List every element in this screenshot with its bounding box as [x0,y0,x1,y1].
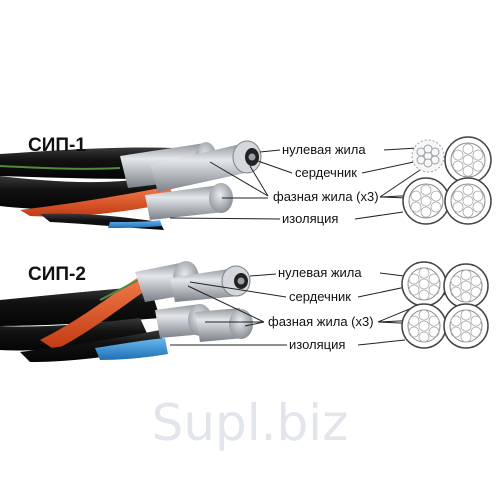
cable-2-label-phase: фазная жила (x3) [268,314,374,329]
cable-1-illustration [0,140,262,230]
cable-2-title: СИП-2 [28,264,86,285]
cable-2-label-neutral: нулевая жила [278,265,362,280]
watermark: Supl.biz [152,394,349,452]
cable-2-label-insulation: изоляция [289,337,345,352]
cable-1-label-core: сердечник [295,165,357,180]
cable-1-title: СИП-1 [28,135,86,156]
cable-2-illustration [0,261,253,362]
cable-2-cross-section [401,261,489,349]
cable-1-label-phase: фазная жила (x3) [273,189,379,204]
cable-2-label-core: сердечник [289,289,351,304]
cable-1-cross-section [402,136,492,225]
cable-1-label-neutral: нулевая жила [282,142,366,157]
cable-1-label-insulation: изоляция [282,211,338,226]
